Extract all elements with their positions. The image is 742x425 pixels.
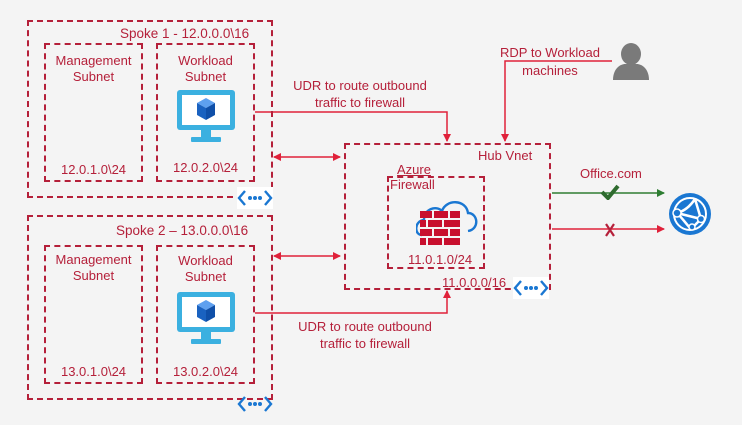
rdp-label-2: machines [522,63,578,78]
udr-top-label-1: UDR to route outbound [293,78,427,93]
udr-bottom-label-1: UDR to route outbound [298,319,432,334]
firewall-label-1: Azure [397,162,431,177]
spoke2-management-label-1: Management [55,252,132,267]
spoke2-vnet-icon [237,393,273,415]
spoke1-vnet [27,20,273,198]
spoke1-management-label-1: Management [55,53,132,68]
spoke2-vnet [27,215,273,400]
virtual-network-icon [237,190,273,206]
x-mark-icon [605,223,615,237]
firewall-icon [416,201,478,245]
hub-cidr: 11.0.0.0/16 [442,275,507,290]
spoke1-workload-label-1: Workload [178,53,233,68]
spoke2-title: Spoke 2 – 13.0.0.0\16 [116,223,249,238]
spoke1-workload-cidr: 12.0.2.0\24 [172,160,239,175]
spoke2-workload-label-2: Subnet [184,269,227,284]
spoke2-workload-cidr: 13.0.2.0\24 [172,364,239,379]
udr-bottom-label-2: traffic to firewall [319,336,411,351]
spoke1-title: Spoke 1 - 12.0.0.0\16 [120,26,250,41]
firewall-cidr: 11.0.1.0/24 [408,252,473,267]
rdp-connector [501,60,612,142]
virtual-network-icon [237,396,273,412]
rdp-label-1: RDP to Workload [500,45,600,60]
udr-top-connector [255,111,451,142]
spoke1-management-subnet [44,43,143,182]
spoke2-management-cidr: 13.0.1.0\24 [60,364,127,379]
checkmark-icon [600,184,620,200]
spoke2-management-label-2: Subnet [72,268,115,283]
azure-firewall-subnet [387,176,485,269]
hub-vnet-icon [513,277,549,299]
spoke2-management-subnet [44,245,143,384]
office-label: Office.com [580,166,642,181]
spoke2-workload-label-1: Workload [178,253,233,268]
spoke1-management-cidr: 12.0.1.0\24 [60,162,127,177]
web-app-icon [669,193,711,235]
spoke1-vnet-icon [237,187,273,209]
virtual-machine-icon [177,292,235,344]
user-icon [613,43,649,80]
udr-bottom-connector [255,290,451,314]
udr-top-label-2: traffic to firewall [314,95,406,110]
spoke1-management-label-2: Subnet [72,69,115,84]
firewall-label-2: Firewall [390,177,435,192]
virtual-network-icon [513,280,549,296]
spoke1-workload-subnet [156,43,255,182]
spoke2-workload-subnet [156,245,255,384]
hub-vnet [344,143,551,290]
spoke1-workload-label-2: Subnet [184,69,227,84]
virtual-machine-icon [177,90,235,142]
hub-title: Hub Vnet [478,148,533,163]
